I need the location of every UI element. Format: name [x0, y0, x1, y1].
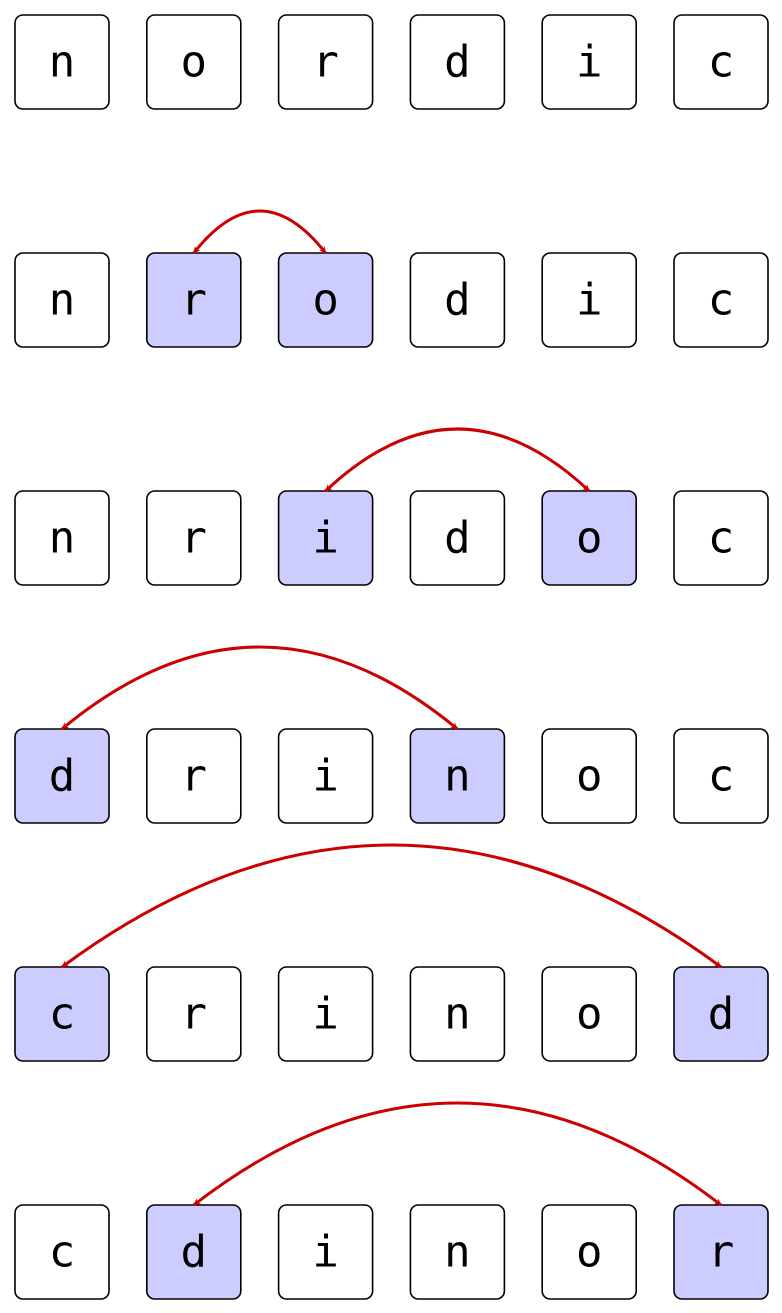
letter: d [444, 37, 471, 88]
letter: i [576, 37, 603, 88]
letter-box [14, 252, 110, 348]
letter-box [146, 14, 242, 110]
letter: c [708, 751, 735, 802]
letter: n [49, 513, 76, 564]
letter: d [444, 513, 471, 564]
letter: d [181, 1227, 208, 1278]
letter: d [49, 751, 76, 802]
letter: o [181, 37, 208, 88]
letter-box [409, 252, 506, 348]
letter: d [444, 275, 471, 326]
letter: n [444, 751, 471, 802]
letter: d [708, 989, 735, 1040]
letter: r [312, 37, 339, 88]
letter: r [181, 513, 208, 564]
letter-box [673, 490, 769, 586]
letter-box [14, 490, 110, 586]
letter: c [49, 989, 76, 1040]
letter-box [14, 1204, 110, 1300]
letter: n [444, 1227, 471, 1278]
letter-box [409, 14, 506, 110]
letter: o [312, 275, 339, 326]
letter-box [673, 728, 769, 824]
letter-box [541, 252, 638, 348]
swap-arrow [61, 843, 722, 969]
letter: c [708, 275, 735, 326]
letter: r [181, 989, 208, 1040]
letter: i [312, 513, 339, 564]
letter: i [312, 1227, 339, 1278]
letter: c [49, 1227, 76, 1278]
letter-box [541, 728, 638, 824]
letter: o [576, 1227, 603, 1278]
letter: r [181, 751, 208, 802]
letter-box [541, 14, 638, 110]
letter: n [49, 275, 76, 326]
letter: n [49, 37, 76, 88]
letter-box [14, 14, 110, 110]
letter: c [708, 37, 735, 88]
letter: r [708, 1227, 735, 1278]
letter: i [576, 275, 603, 326]
letter-box [277, 14, 374, 110]
letter: o [576, 751, 603, 802]
letter: o [576, 989, 603, 1040]
letter-box [146, 490, 242, 586]
swap-arrow [192, 209, 327, 254]
letter: i [312, 751, 339, 802]
letter: r [181, 275, 208, 326]
letter: n [444, 989, 471, 1040]
swap-arrow [324, 427, 591, 493]
letter: o [576, 513, 603, 564]
letter-box [673, 14, 769, 110]
letter: i [312, 989, 339, 1040]
letter: c [708, 513, 735, 564]
swap-arrow [192, 1101, 722, 1207]
letter-box [673, 252, 769, 348]
swap-arrow [61, 645, 459, 731]
